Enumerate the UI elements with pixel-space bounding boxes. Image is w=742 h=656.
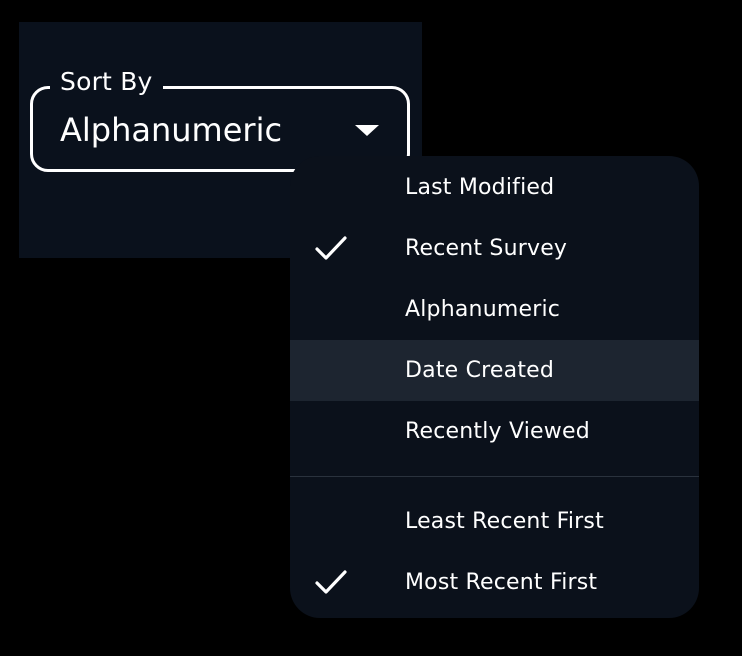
menu-item-date-created[interactable]: Date Created (290, 340, 699, 401)
menu-item-label: Recent Survey (405, 236, 568, 261)
sort-by-label: Sort By (50, 64, 163, 100)
menu-item-label: Alphanumeric (405, 297, 561, 322)
menu-item-least-recent-first[interactable]: Least Recent First (290, 491, 699, 552)
sort-dropdown-menu: Last Modified Recent Survey Alphanumeric… (290, 156, 699, 618)
menu-item-label: Most Recent First (405, 570, 598, 595)
menu-item-alphanumeric[interactable]: Alphanumeric (290, 279, 699, 340)
menu-item-label: Least Recent First (405, 509, 604, 534)
triangle-down-icon[interactable] (355, 125, 379, 136)
check-icon (315, 236, 347, 260)
menu-item-recent-survey[interactable]: Recent Survey (290, 218, 699, 279)
menu-item-label: Date Created (405, 358, 555, 383)
sort-by-select[interactable] (30, 86, 410, 172)
menu-divider (290, 476, 699, 477)
menu-item-last-modified[interactable]: Last Modified (290, 157, 699, 218)
menu-item-recently-viewed[interactable]: Recently Viewed (290, 401, 699, 462)
menu-item-most-recent-first[interactable]: Most Recent First (290, 552, 699, 613)
check-icon (315, 570, 347, 594)
menu-item-label: Recently Viewed (405, 419, 590, 444)
menu-item-label: Last Modified (405, 175, 555, 200)
sort-by-value[interactable]: Alphanumeric (60, 111, 283, 149)
